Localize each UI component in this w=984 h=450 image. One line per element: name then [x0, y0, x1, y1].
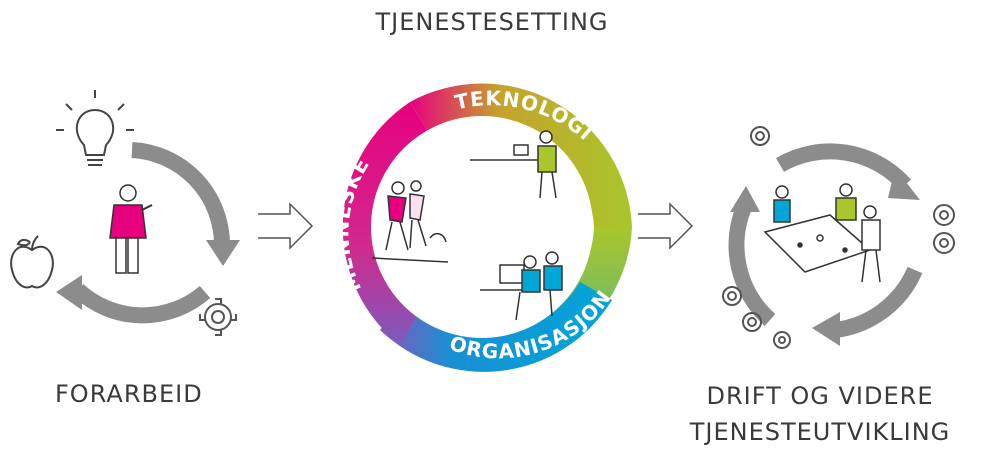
forarbeid-cycle-arrows: [72, 142, 231, 324]
ring-segment-left: [342, 102, 430, 345]
arrow-right-icon: [638, 202, 694, 250]
gear-icon: [199, 298, 237, 336]
team-at-table-illustration: [763, 183, 881, 283]
forarbeid-cycle: [10, 90, 240, 336]
apple-icon: [10, 235, 54, 289]
tjenestesetting-ring: TEKNOLOGI MENNESKE ORGANISASJON: [329, 83, 632, 372]
gear-icon: [933, 232, 955, 254]
drift-label: DRIFT OG VIDERE TJENESTEUTVIKLING: [660, 378, 980, 450]
arrow-head: [206, 240, 240, 266]
gear-icon: [722, 286, 742, 306]
arrow-head: [812, 312, 840, 346]
person-illustration: [109, 184, 153, 274]
drift-cycle: [722, 126, 955, 349]
arrow-right-icon: [258, 202, 314, 250]
gear-icon: [742, 312, 762, 332]
arrow-head: [888, 168, 920, 200]
drift-label-line1: DRIFT OG VIDERE: [706, 382, 934, 410]
forarbeid-label: FORARBEID: [55, 380, 203, 408]
arrow-head: [56, 275, 82, 310]
page-title: TJENESTESETTING: [375, 8, 609, 36]
drift-label-line2: TJENESTEUTVIKLING: [689, 418, 951, 446]
gear-icon: [773, 331, 791, 349]
person-tech-illustration: [470, 130, 557, 199]
gear-icon: [933, 204, 955, 226]
ring-segment-bottom-blue: [380, 282, 612, 372]
arrow-head: [730, 186, 760, 212]
lightbulb-icon: [56, 90, 134, 166]
gear-icon: [750, 126, 770, 146]
people-walking-illustration: [371, 180, 449, 263]
people-computer-illustration: [480, 251, 563, 321]
drift-cycle-arrows: [728, 143, 923, 338]
